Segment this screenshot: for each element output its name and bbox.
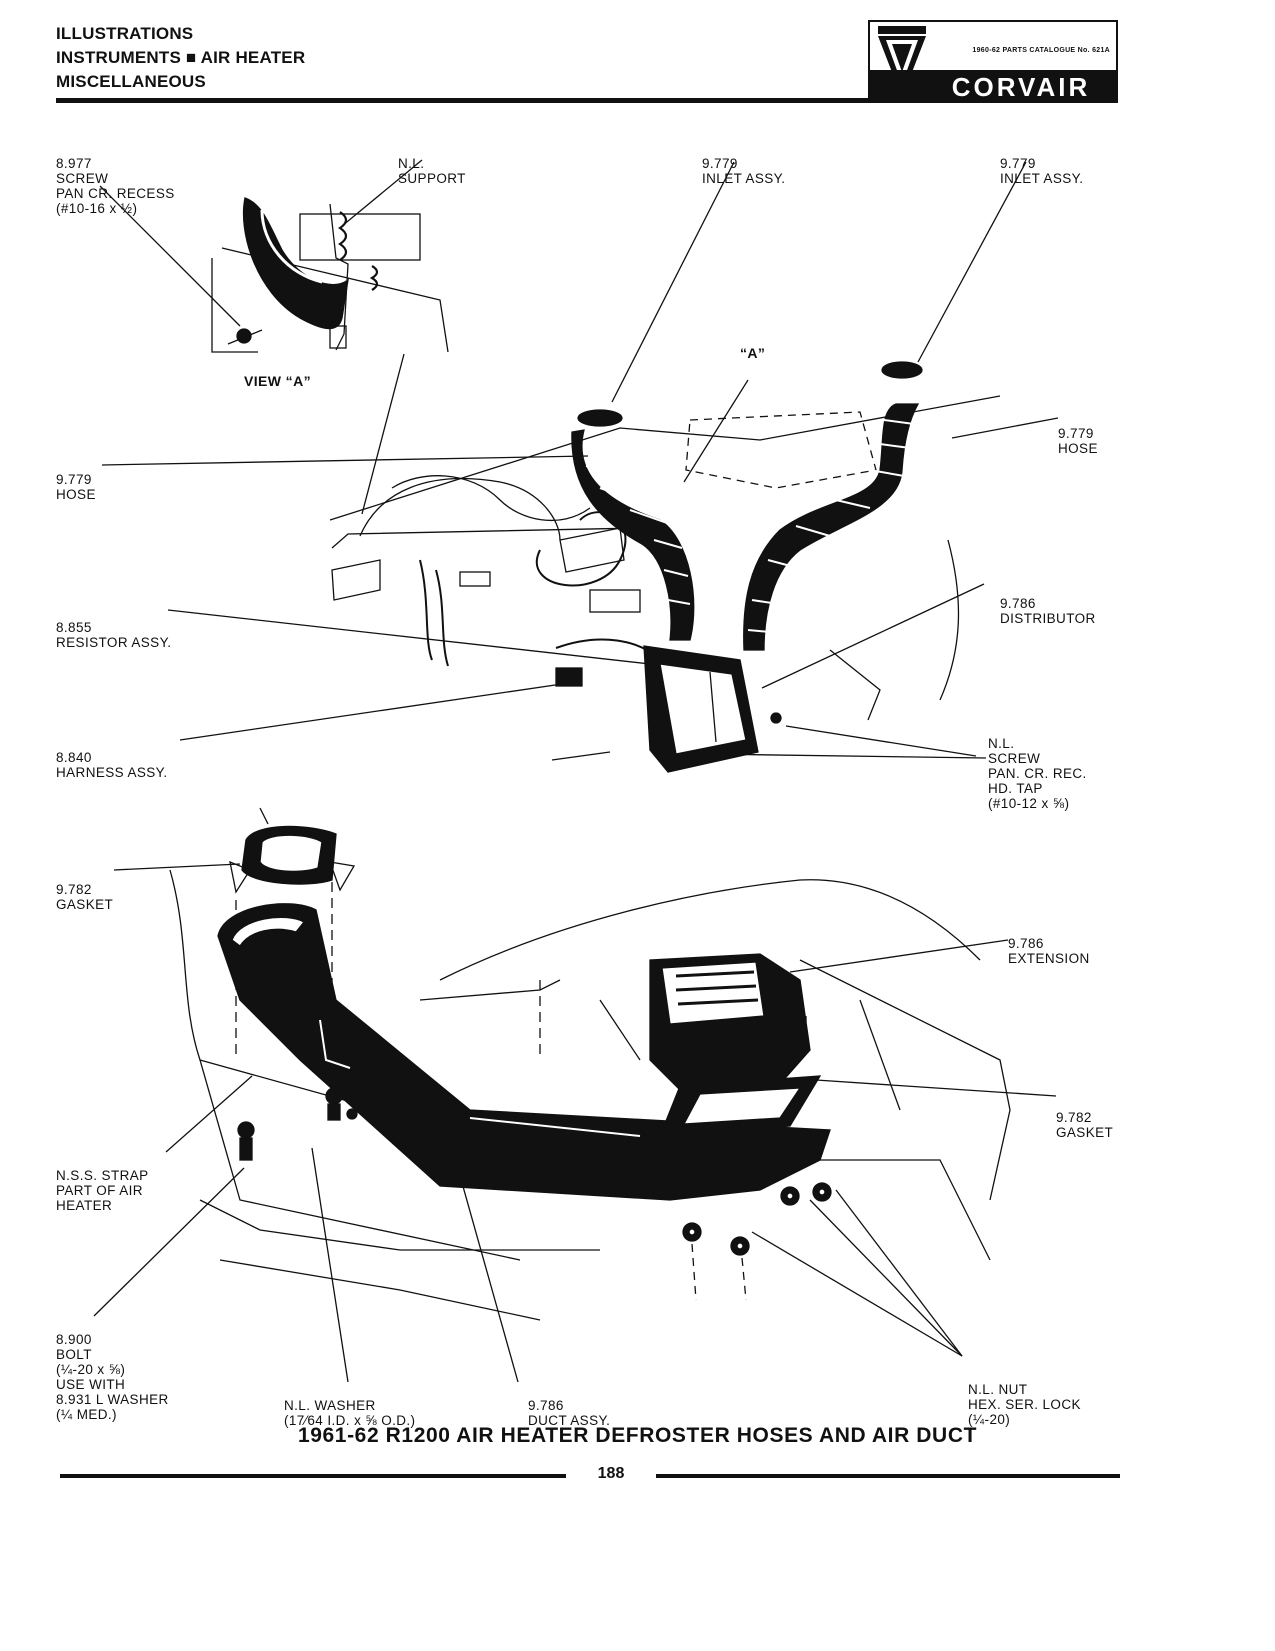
brand-name: CORVAIR: [951, 72, 1091, 102]
footer-rule-left: [60, 1474, 566, 1478]
label-a-marker: “A”: [740, 345, 766, 361]
crest-icon: [878, 26, 926, 98]
page-number: 188: [597, 1465, 625, 1482]
figure-caption: 1961-62 R1200 AIR HEATER DEFROSTER HOSES…: [297, 1424, 978, 1447]
footer-rule-right: [656, 1474, 1120, 1478]
corvair-logo: 1960-62 PARTS CATALOGUE No. 621A CORVAIR: [868, 20, 1118, 102]
header-line-3: MISCELLANEOUS: [56, 72, 206, 91]
label-washer: N.L. WASHER(17⁄64 I.D. x ⅝ O.D.): [284, 1398, 416, 1428]
catalogue-number: 1960-62 PARTS CATALOGUE No. 621A: [972, 47, 1110, 54]
header-line-2: INSTRUMENTS ■ AIR HEATER: [56, 48, 306, 67]
label-view-a: VIEW “A”: [244, 373, 311, 389]
label-support: N.L.SUPPORT: [398, 156, 466, 186]
header-rule: [56, 98, 1118, 103]
header-line-1: ILLUSTRATIONS: [56, 24, 194, 43]
